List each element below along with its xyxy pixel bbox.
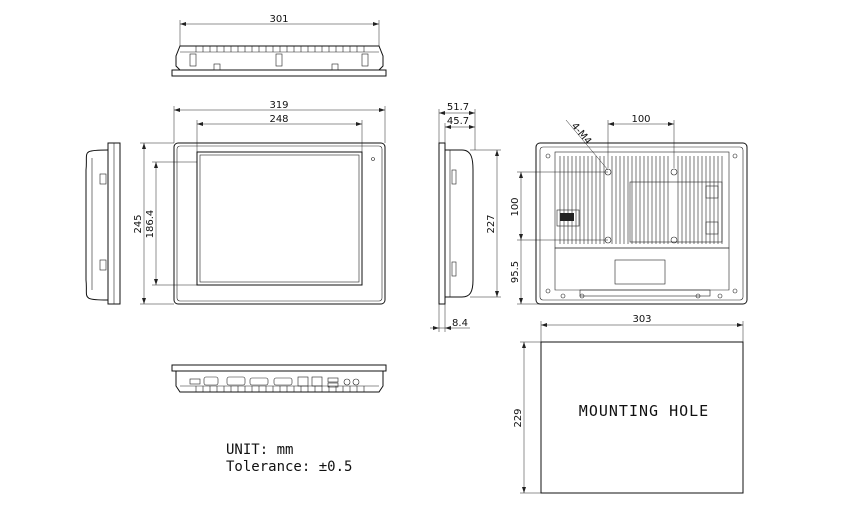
top-vent-teeth [195, 46, 365, 52]
rear-view: 4-M4 100 100 95.5 [510, 114, 748, 305]
dim-hole-spacing-x: 100 [631, 114, 650, 125]
dim-front-inner-width: 248 [269, 114, 288, 125]
drawing-notes: UNIT: mm Tolerance: ±0.5 [226, 442, 352, 475]
front-view: 319 248 245 186.4 [133, 100, 386, 305]
right-side-view: 51.7 45.7 227 8.4 [430, 102, 501, 332]
dim-front-height: 245 [133, 214, 144, 233]
dim-bottom-offset: 95.5 [510, 261, 521, 283]
dim-front-inner-height: 186.4 [145, 210, 156, 239]
dim-top-width: 301 [269, 14, 288, 25]
dim-hole-spacing-y: 100 [510, 197, 521, 216]
bottom-view [171, 364, 387, 393]
dim-cutout-width: 303 [632, 314, 651, 325]
io-ports [189, 376, 360, 388]
left-side-view [85, 142, 121, 305]
dim-cutout-height: 229 [513, 408, 524, 427]
cutout-label: MOUNTING HOLE [579, 402, 709, 420]
dim-side-depth-total: 51.7 [447, 102, 469, 113]
top-view: 301 [171, 14, 387, 77]
dim-side-bezel: 8.4 [452, 318, 468, 329]
mounting-hole-cutout: 303 229 MOUNTING HOLE [513, 314, 744, 494]
unit-note: UNIT: mm [226, 442, 293, 458]
dim-front-outer-width: 319 [269, 100, 288, 111]
heatsink-fins [559, 156, 723, 244]
dim-side-height: 227 [486, 214, 497, 233]
dim-side-depth-body: 45.7 [447, 116, 469, 127]
tolerance-note: Tolerance: ±0.5 [226, 459, 352, 475]
